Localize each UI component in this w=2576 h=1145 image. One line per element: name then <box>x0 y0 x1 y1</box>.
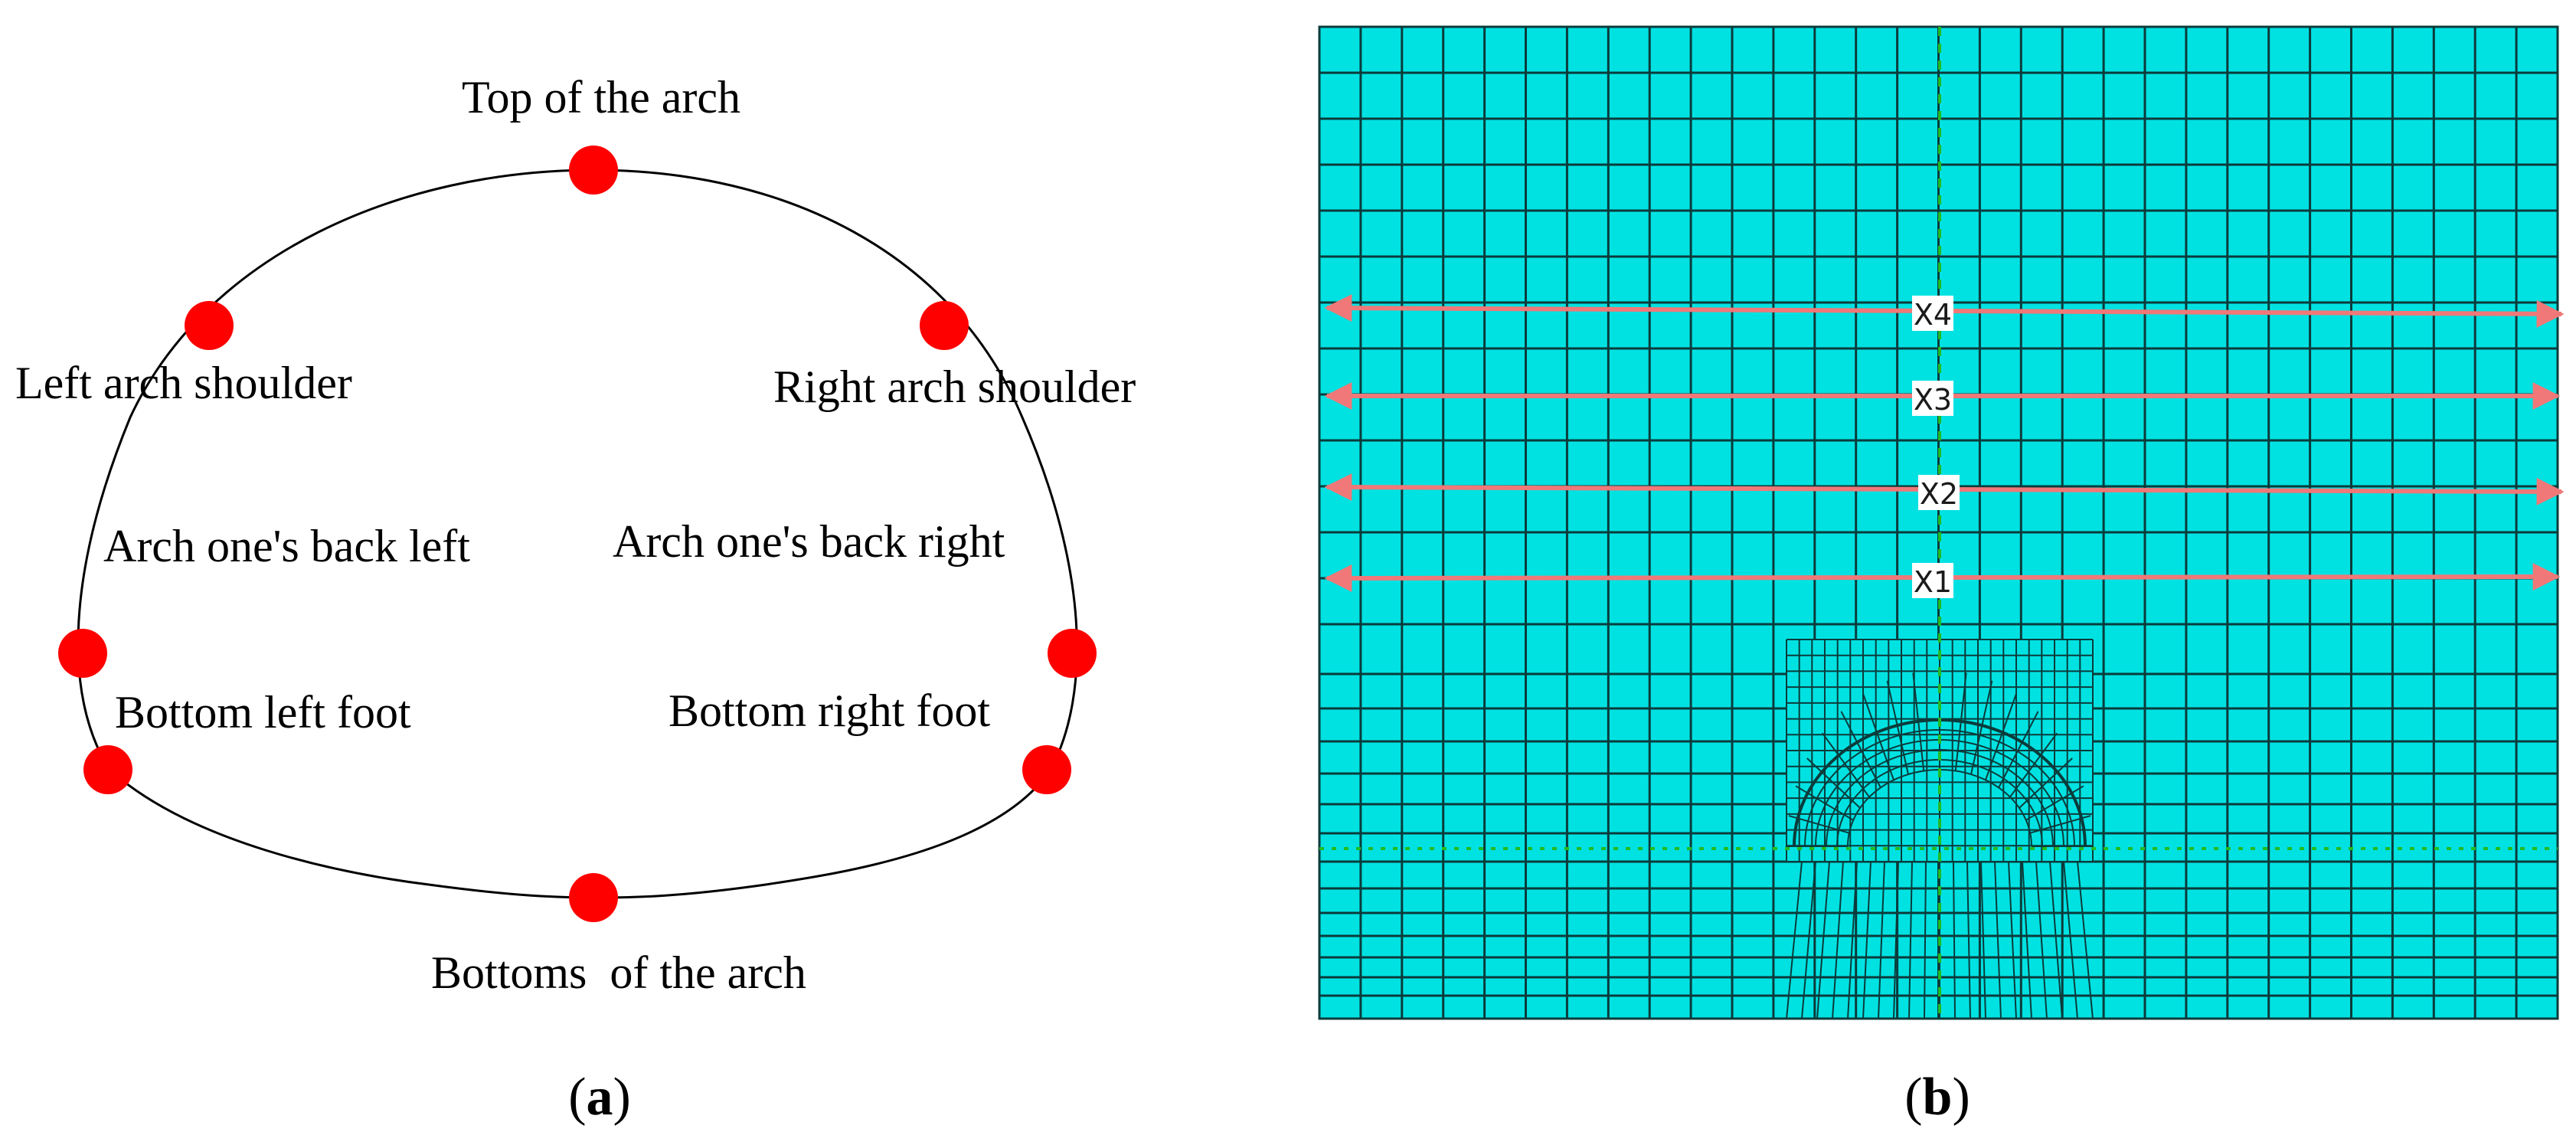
detail-fan-line <box>1801 861 1816 1019</box>
tunnel-radial-line <box>1795 785 1854 821</box>
tunnel-radial-line <box>1970 680 1993 775</box>
measurement-line-x4: X4 <box>1324 294 2565 332</box>
panel-b: X4 X3 X2 X1 (b) <box>1318 25 2565 1127</box>
x1-label-box <box>1912 563 1953 598</box>
tunnel-radial-line <box>2019 757 2073 809</box>
detail-fan-line <box>2035 861 2048 1019</box>
tunnel-mesh-detail <box>1786 639 2094 1019</box>
detail-fan-line <box>1893 861 1899 1019</box>
marker-back-left <box>58 629 107 678</box>
marker-top <box>569 146 618 195</box>
label-bottom: Bottoms of the arch <box>431 947 806 998</box>
tunnel-radial-line <box>1840 711 1881 788</box>
panel-a: Top of the arch Left arch shoulder Right… <box>15 72 1136 1127</box>
tunnel-radial-line <box>1806 757 1861 809</box>
detail-fan-line <box>1878 861 1885 1019</box>
x2-label: X2 <box>1920 477 1958 511</box>
tunnel-radial-line <box>1821 732 1870 798</box>
tunnel-radial-line <box>1788 815 1850 834</box>
measurement-line-x3: X3 <box>1324 381 2561 417</box>
detail-fan-line <box>1847 861 1858 1019</box>
detail-fan-line <box>1924 861 1927 1019</box>
marker-bottom-right-foot <box>1022 745 1071 794</box>
label-back-left: Arch one's back left <box>103 521 470 571</box>
label-top: Top of the arch <box>462 72 740 123</box>
detail-fan-line <box>1966 861 1971 1019</box>
x2-label-box <box>1918 475 1960 510</box>
x3-label: X3 <box>1914 383 1952 417</box>
marker-left-shoulder <box>185 301 234 350</box>
x4-label: X4 <box>1914 298 1952 332</box>
detail-fan-line <box>2063 861 2078 1019</box>
x3-label-box <box>1912 381 1953 416</box>
caption-b: (b) <box>1904 1068 1970 1127</box>
measurement-line-x1: X1 <box>1324 563 2561 599</box>
detail-fan-line <box>1816 861 1830 1019</box>
label-back-right: Arch one's back right <box>613 516 1005 567</box>
tunnel-radial-line <box>1998 711 2039 788</box>
tunnel-radial-line <box>1912 672 1925 771</box>
label-bottom-right-foot: Bottom right foot <box>669 685 990 736</box>
caption-a: (a) <box>568 1068 631 1127</box>
detail-fan-line <box>1953 861 1956 1019</box>
tunnel-radial-line <box>2029 815 2091 834</box>
detail-fan-line <box>2008 861 2017 1019</box>
detail-fan-line <box>1994 861 2002 1019</box>
detail-fan-line <box>2022 861 2032 1019</box>
marker-right-shoulder <box>920 301 969 350</box>
x4-label-box <box>1912 296 1953 331</box>
detail-fan-line <box>1832 861 1844 1019</box>
tunnel-radial-line <box>1985 693 2017 780</box>
label-bottom-left-foot: Bottom left foot <box>115 687 411 738</box>
detail-fan-line <box>1908 861 1913 1019</box>
detail-fan-line <box>2077 861 2094 1019</box>
measurement-line-x2: X2 <box>1324 473 2565 511</box>
tunnel-radial-line <box>2009 732 2058 798</box>
tunnel-radial-line <box>1954 672 1967 771</box>
label-right-shoulder: Right arch shoulder <box>773 361 1136 412</box>
detail-fan-line <box>1980 861 1986 1019</box>
detail-fan-line <box>2049 861 2063 1019</box>
label-left-shoulder: Left arch shoulder <box>15 358 352 408</box>
marker-bottom-left-foot <box>83 745 132 794</box>
detail-fan-line <box>1786 861 1803 1019</box>
tunnel-radial-line <box>1862 693 1894 780</box>
detail-fan-line <box>1862 861 1872 1019</box>
x1-label: X1 <box>1914 565 1952 599</box>
tunnel-radial-line <box>2025 785 2084 821</box>
marker-bottom <box>569 873 618 922</box>
tunnel-radial-line <box>1886 680 1909 775</box>
marker-back-right <box>1048 629 1097 678</box>
